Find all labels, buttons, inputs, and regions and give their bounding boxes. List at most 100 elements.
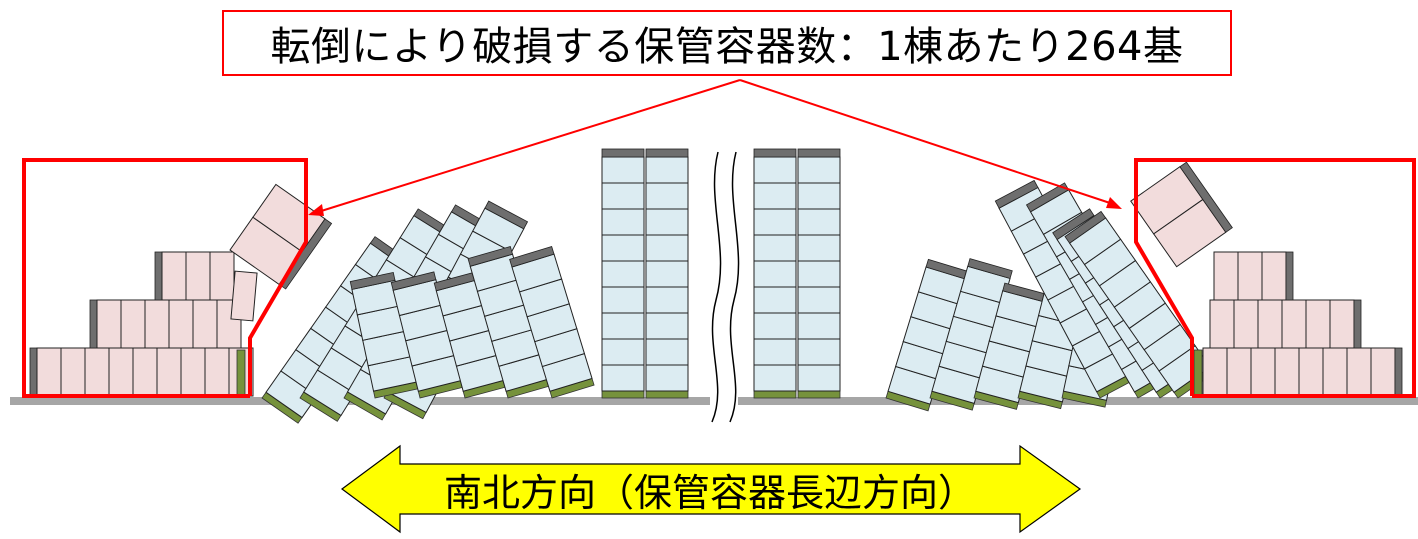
upright-column-1 (601, 148, 645, 399)
storage-container (209, 251, 235, 301)
fallen-row-right-2 (1209, 299, 1362, 349)
storage-container (1346, 347, 1372, 397)
fallen-row-right-3 (1213, 251, 1294, 301)
storage-container (797, 338, 841, 366)
upright-column-3 (753, 148, 797, 399)
pallet-base (797, 390, 841, 399)
leaning-column-left-8 (467, 245, 551, 399)
leaning-column-left-5 (349, 271, 419, 399)
storage-container (1281, 299, 1307, 349)
storage-container (601, 156, 645, 184)
storage-container (120, 299, 146, 349)
highlight-outline-right (1134, 158, 1416, 398)
top-cap (390, 271, 437, 291)
top-cap (967, 258, 1013, 279)
storage-container (753, 338, 797, 366)
top-cap (994, 179, 1039, 209)
pallet-base (236, 349, 246, 397)
storage-container (1237, 251, 1263, 301)
storage-container (753, 364, 797, 392)
storage-container (645, 234, 689, 262)
storage-container (753, 182, 797, 210)
top-cap (1179, 161, 1233, 233)
storage-container (753, 260, 797, 288)
storage-container (1250, 347, 1276, 397)
storage-container (797, 312, 841, 340)
storage-container (797, 286, 841, 314)
storage-container (601, 286, 645, 314)
storage-container (1202, 347, 1228, 397)
leaning-column-left-9 (509, 245, 595, 399)
storage-container (156, 347, 182, 397)
break-line-left (711, 151, 722, 423)
fallen-row-left-2 (89, 299, 242, 349)
top-cap (89, 299, 98, 349)
storage-container (601, 364, 645, 392)
pallet-base (753, 390, 797, 399)
leaning-column-left-6 (390, 271, 464, 399)
callout-line-right (739, 79, 1111, 204)
storage-container (645, 286, 689, 314)
top-cap (484, 200, 529, 230)
upright-column-2 (645, 148, 689, 399)
storage-container (1257, 299, 1283, 349)
storage-container (797, 234, 841, 262)
storage-container (168, 299, 194, 349)
storage-container (601, 312, 645, 340)
storage-container (1370, 347, 1396, 397)
callout-arrowhead-right (1106, 197, 1122, 209)
top-cap (1052, 208, 1095, 241)
storage-container (645, 338, 689, 366)
storage-container (753, 234, 797, 262)
storage-container (1226, 347, 1252, 397)
storage-container (60, 347, 86, 397)
storage-container (132, 347, 158, 397)
storage-container (601, 234, 645, 262)
tilted-pink-block-right (1130, 161, 1233, 268)
storage-container (1261, 251, 1287, 301)
storage-container (1233, 299, 1259, 349)
fallen-row-left-3 (154, 251, 235, 301)
storage-container (144, 299, 170, 349)
leaning-column-right-2 (929, 258, 1013, 411)
top-cap (467, 245, 514, 267)
storage-container (161, 251, 187, 301)
storage-container (645, 208, 689, 236)
storage-container (797, 208, 841, 236)
leaning-column-right-9 (1064, 210, 1215, 399)
storage-container (601, 208, 645, 236)
top-cap (349, 271, 396, 290)
callout-arrowhead-left (308, 204, 324, 216)
storage-container (230, 270, 258, 322)
leaning-column-right-1 (885, 258, 971, 412)
top-cap (797, 148, 841, 158)
top-cap (1064, 210, 1107, 244)
fallen-row-right-1 (1202, 347, 1403, 397)
storage-container (645, 312, 689, 340)
break-line-right (729, 151, 740, 423)
storage-container (204, 347, 230, 397)
storage-container (1213, 251, 1239, 301)
top-cap (1353, 299, 1362, 349)
top-cap (29, 347, 38, 397)
top-cap (154, 251, 163, 301)
direction-label: 南北方向（保管容器長辺方向） (443, 470, 976, 515)
storage-container (753, 208, 797, 236)
top-cap (645, 148, 689, 158)
pallet-base (1193, 349, 1203, 397)
leaning-column-left-7 (433, 271, 508, 399)
storage-container (96, 299, 122, 349)
top-cap (1394, 347, 1403, 397)
title-box: 転倒により破損する保管容器数：1棟あたり264基 (222, 10, 1232, 76)
title-text: 転倒により破損する保管容器数：1棟あたり264基 (270, 24, 1184, 70)
storage-container (1274, 347, 1300, 397)
leaning-column-right-3 (973, 282, 1048, 410)
highlight-outline-left (22, 158, 308, 398)
storage-container (797, 364, 841, 392)
top-cap (509, 245, 555, 268)
upright-column-4 (797, 148, 841, 399)
top-cap (1025, 182, 1070, 213)
storage-container (1329, 299, 1355, 349)
storage-container (1209, 299, 1235, 349)
